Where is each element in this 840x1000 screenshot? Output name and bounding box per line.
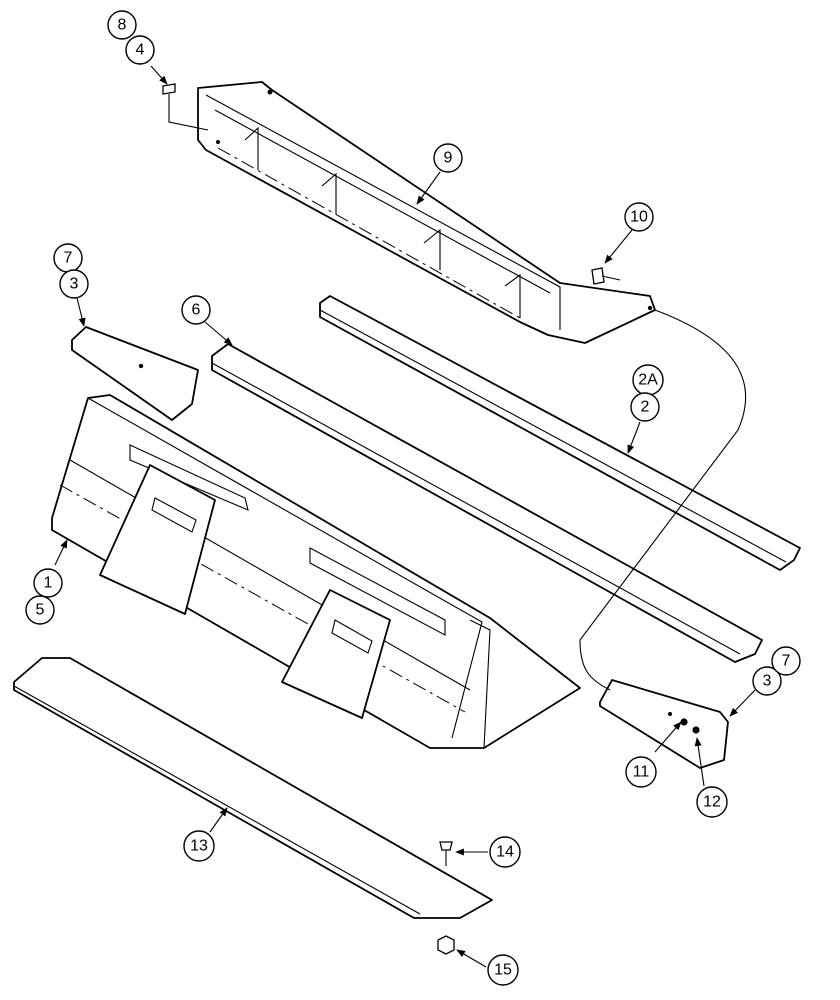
callout-5-label: 5 [36,602,45,619]
callout-3-right-label: 3 [763,673,772,690]
callout-4-label: 4 [136,42,145,59]
bolt-14-part [439,841,453,866]
callout-5: 5 [25,595,55,625]
callout-13-label: 13 [190,838,208,855]
callout-7-right: 7 [771,646,801,676]
callout-12: 12 [696,786,728,818]
callout-2: 2 [630,392,660,422]
callout-13: 13 [183,830,215,862]
callout-10: 10 [624,202,654,232]
callout-12-label: 12 [703,794,721,811]
callout-9-label: 9 [444,150,453,167]
right-side-plate-part [599,679,729,769]
callout-6-label: 6 [192,302,201,319]
callout-3-right: 3 [752,666,782,696]
callout-1: 1 [33,568,63,598]
callout-10-label: 10 [630,209,648,226]
bolt-10-part [591,267,621,285]
bottom-cutting-edge-part [13,657,493,919]
callout-14-label: 14 [496,844,514,861]
callout-7-right-label: 7 [782,653,791,670]
callout-3-left: 3 [59,269,89,299]
callout-7-left: 7 [53,243,83,273]
callout-2-label: 2 [641,399,650,416]
callout-15: 15 [487,954,519,986]
left-side-plate-part [71,326,199,421]
upper-cutting-edge-part [319,295,801,571]
top-frame-part [197,81,656,344]
leader-lines [54,65,756,968]
assembly-connector-line [579,309,747,691]
callout-2A-label: 2A [638,372,658,389]
callout-6: 6 [181,295,211,325]
callout-1-label: 1 [44,575,53,592]
callout-11-label: 11 [633,764,650,781]
callout-7-left-label: 7 [64,250,73,267]
callout-3-left-label: 3 [70,276,79,293]
bucket-part [51,394,581,749]
callout-8: 8 [107,10,137,40]
callout-9: 9 [433,143,463,173]
callout-4: 4 [125,35,155,65]
callout-8-label: 8 [118,17,127,34]
callout-11: 11 [625,756,657,788]
callout-15-label: 15 [494,962,512,979]
nut-15-part [437,935,455,955]
callout-14: 14 [489,836,521,868]
callout-2A: 2A [632,364,664,396]
bolt-4-part [162,83,176,112]
